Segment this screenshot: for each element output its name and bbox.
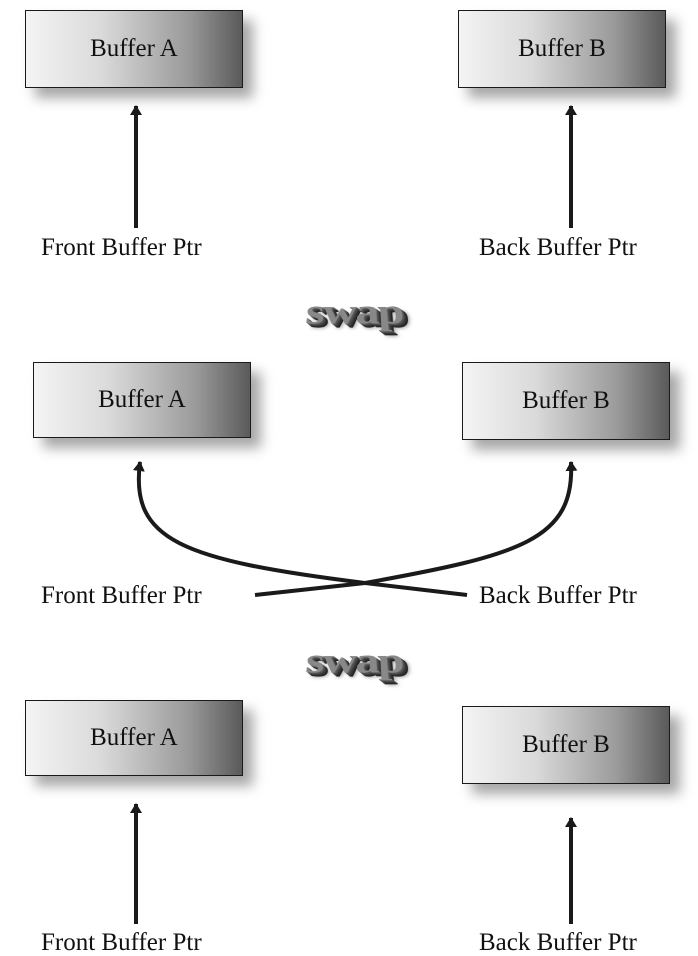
swap-label: swap bbox=[303, 292, 405, 333]
front-ptr-arrow-2 bbox=[254, 461, 578, 597]
back-ptr-arrow-2 bbox=[132, 461, 468, 597]
buffer-b-box-2: Buffer B bbox=[462, 362, 670, 440]
front-buffer-ptr-label: Front Buffer Ptr bbox=[41, 582, 202, 609]
front-buffer-ptr-label: Front Buffer Ptr bbox=[41, 234, 202, 261]
buffer-b-label: Buffer B bbox=[518, 35, 606, 62]
buffer-a-label: Buffer A bbox=[90, 35, 178, 62]
buffer-b-box-1: Buffer B bbox=[458, 10, 666, 88]
swap-label: swap bbox=[303, 641, 405, 682]
buffer-b-label: Buffer B bbox=[522, 731, 610, 758]
back-buffer-ptr-label: Back Buffer Ptr bbox=[479, 929, 637, 956]
buffer-b-label: Buffer B bbox=[522, 387, 610, 414]
front-buffer-ptr-label: Front Buffer Ptr bbox=[41, 929, 202, 956]
buffer-b-box-3: Buffer B bbox=[462, 706, 670, 784]
buffer-a-label: Buffer A bbox=[90, 724, 178, 751]
back-buffer-ptr-label: Back Buffer Ptr bbox=[479, 234, 637, 261]
buffer-a-label: Buffer A bbox=[98, 386, 186, 413]
back-buffer-ptr-label: Back Buffer Ptr bbox=[479, 582, 637, 609]
buffer-a-box-1: Buffer A bbox=[25, 10, 243, 88]
buffer-a-box-3: Buffer A bbox=[25, 700, 243, 776]
buffer-a-box-2: Buffer A bbox=[33, 362, 251, 438]
